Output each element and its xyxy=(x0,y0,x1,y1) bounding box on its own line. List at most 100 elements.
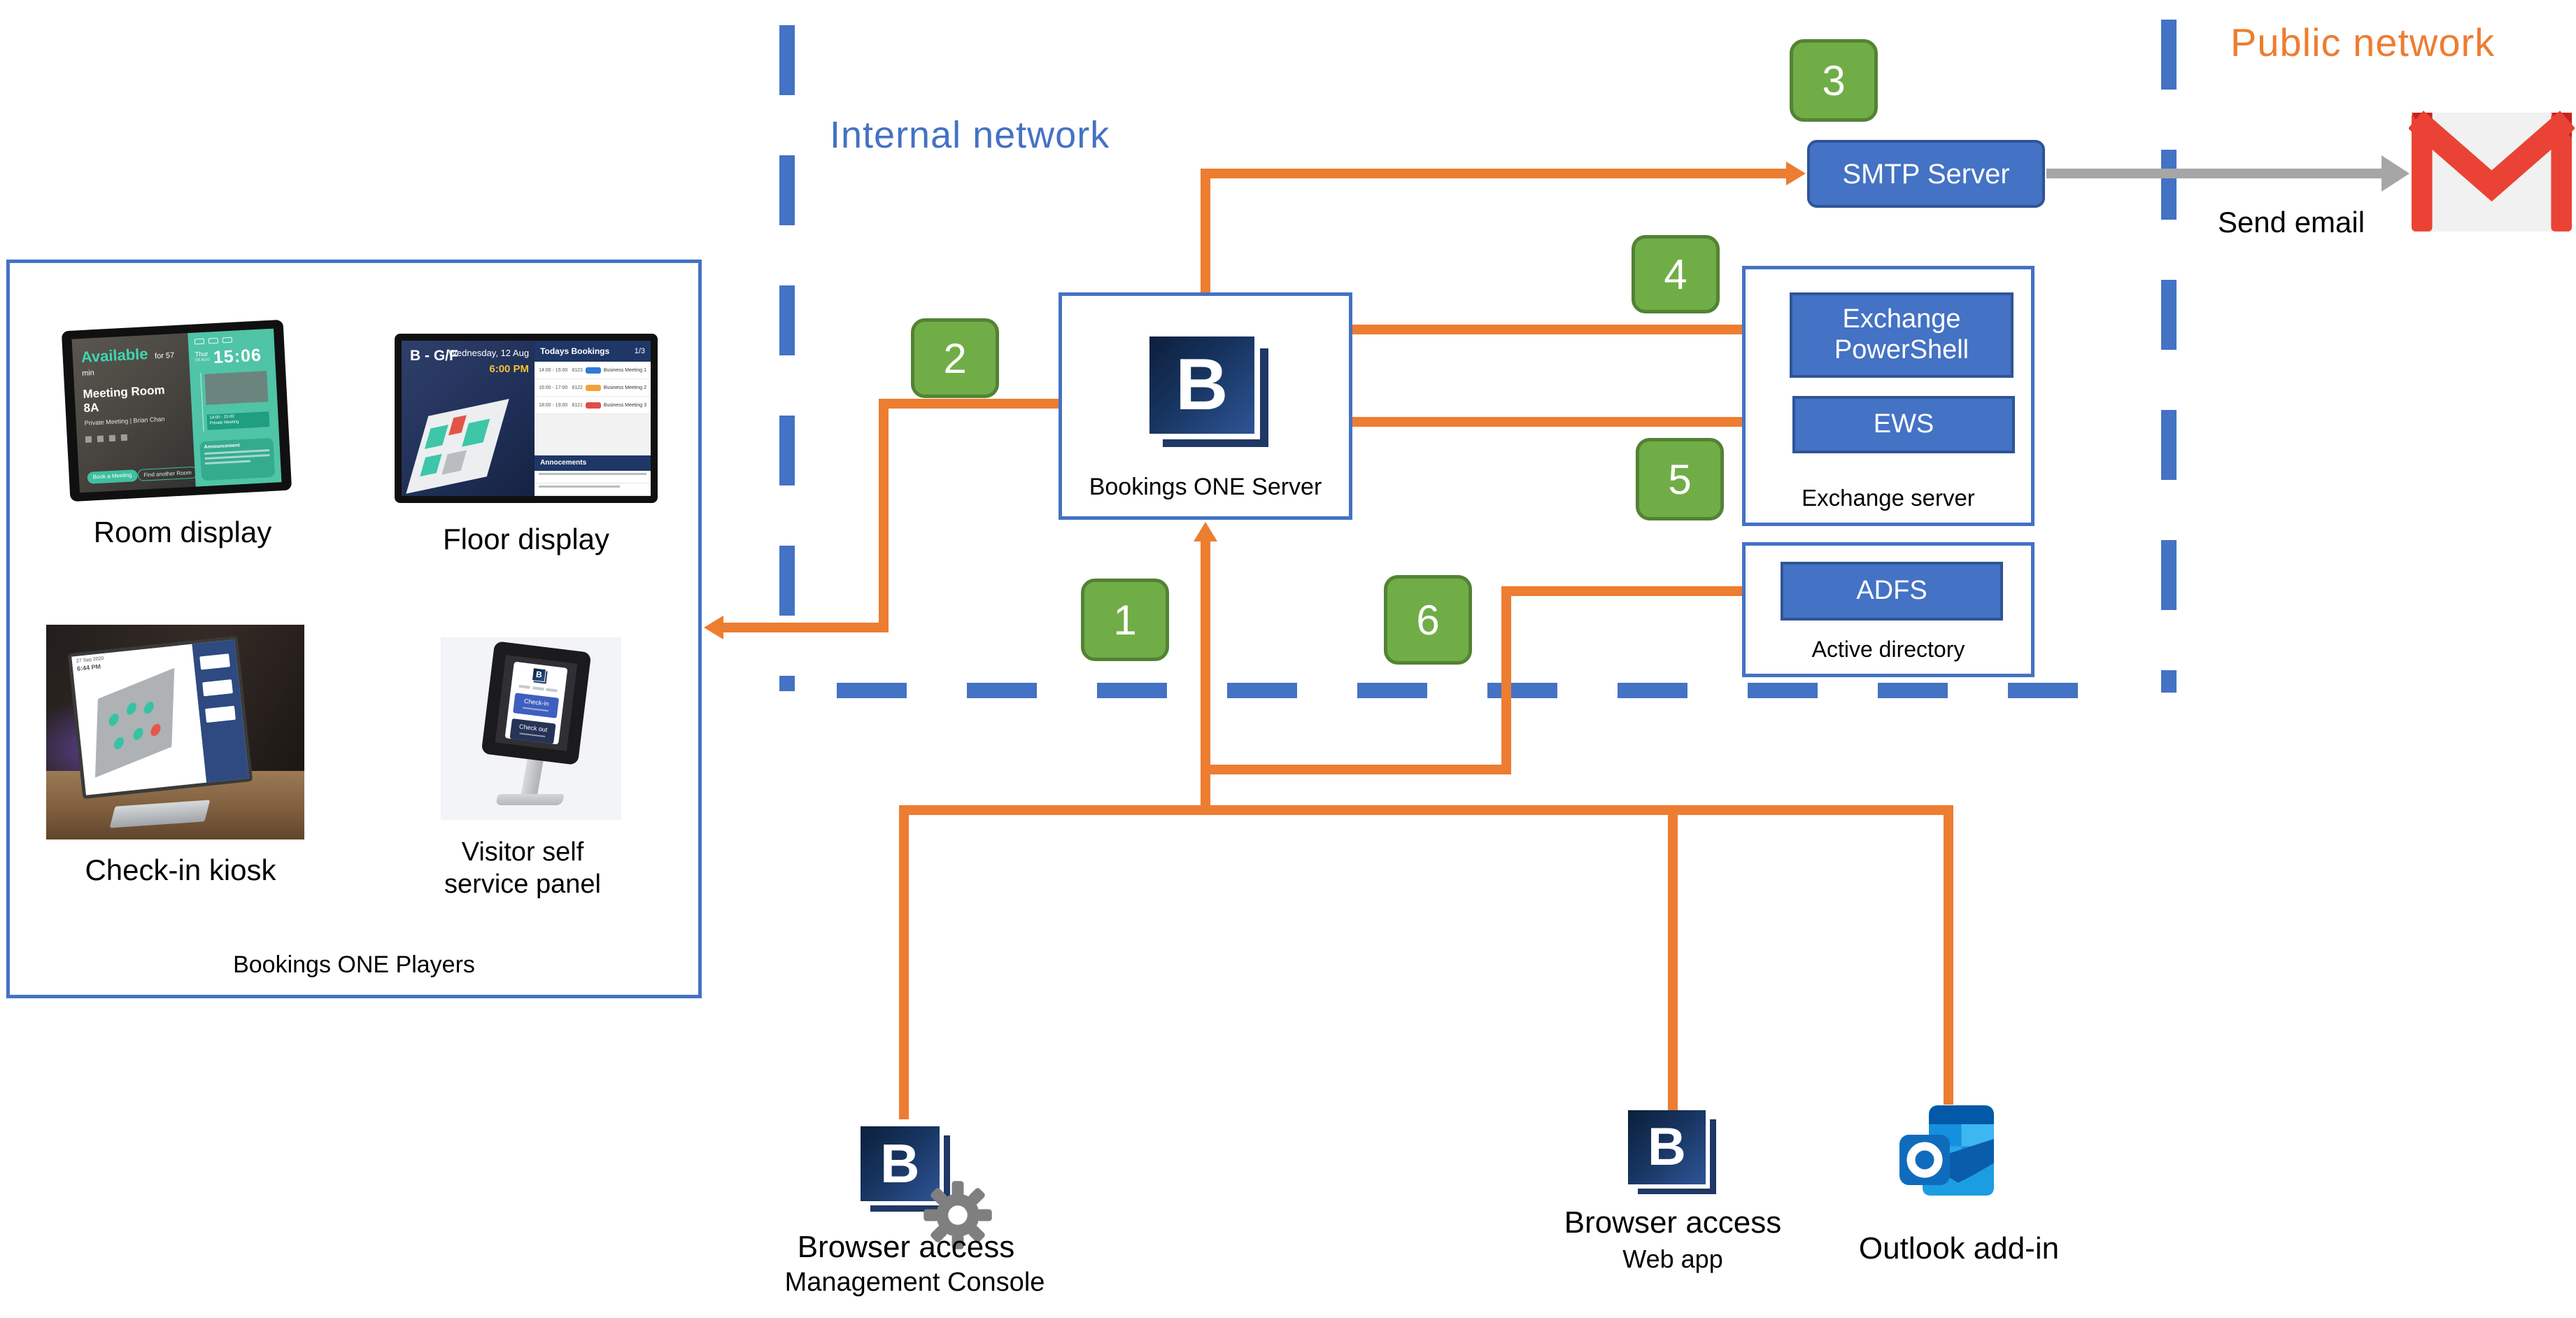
gear-icon xyxy=(923,1181,992,1249)
smtp-server-node: SMTP Server xyxy=(1807,140,2045,208)
room-meta-text: Private Meeting | Brian Chan xyxy=(84,415,165,427)
booking-status-chip xyxy=(585,367,601,374)
floor-display-image: B - G/F Wednesday, 12 Aug 6:00 PM Todays… xyxy=(395,334,658,503)
booking-row: 16:00 - 17:00 8122 Business Meeting 2 xyxy=(535,379,651,397)
room-display-panel-side: Thur 09 AUG 15:06 14:00 - 15:00 Private … xyxy=(187,328,282,487)
room-display-screen: Available for 57 min Meeting Room 8A Pri… xyxy=(71,328,282,493)
internal-network-border-right xyxy=(2161,20,2177,693)
room-clock-text: 15:06 xyxy=(213,345,262,368)
floor-bookings-page: 1/3 xyxy=(634,347,645,355)
connector-smtp-horizontal xyxy=(1201,169,1788,178)
visitor-checkin-button: Check-in xyxy=(513,692,560,718)
room-schedule-busy-block xyxy=(204,371,269,405)
room-panel-icons xyxy=(194,335,268,345)
connector-adfs-vertical xyxy=(1501,586,1511,774)
visitor-panel-tablet: B Check-in Check out xyxy=(481,641,592,765)
connector-smtp-vertical xyxy=(1201,171,1210,297)
webapp-label: Web app xyxy=(1622,1245,1723,1273)
room-display-label: Room display xyxy=(93,516,272,548)
booking-room: 8121 xyxy=(572,402,583,408)
visitor-panel-screen: B Check-in Check out xyxy=(495,655,578,751)
floor-bookings-panel: Todays Bookings 1/3 14:00 - 15:00 8123 B… xyxy=(535,341,651,496)
step-badge-5: 5 xyxy=(1636,438,1724,520)
connector-mgmt-drop xyxy=(899,805,909,1119)
book-meeting-button: Book a Meeting xyxy=(87,469,138,484)
arrowhead-to-players xyxy=(704,616,723,639)
exchange-server-caption: Exchange server xyxy=(1802,485,1975,511)
booking-name: Business Meeting 1 xyxy=(603,367,646,373)
floor-display-frame: B - G/F Wednesday, 12 Aug 6:00 PM Todays… xyxy=(395,334,658,503)
visitor-panel-tabs xyxy=(516,684,560,693)
room-slot-name: Private Meeting xyxy=(209,420,239,426)
step-badge-3: 3 xyxy=(1790,39,1878,122)
kiosk-screen: 27 Sep 2020 6:44 PM xyxy=(71,644,206,795)
webapp-icon: B xyxy=(1628,1110,1716,1194)
kiosk-checkin-button xyxy=(199,653,231,670)
active-directory-caption: Active directory xyxy=(1811,637,1965,662)
floor-3d-map xyxy=(406,399,509,494)
connector-powershell xyxy=(1350,325,1768,334)
connector-outlook-drop xyxy=(1944,805,1953,1105)
logo-shadow-right xyxy=(1260,348,1268,447)
floor-map-side: B - G/F Wednesday, 12 Aug 6:00 PM xyxy=(402,341,535,496)
players-container-caption: Bookings ONE Players xyxy=(233,951,475,978)
visitor-panel-label: Visitor self service panel xyxy=(372,836,673,901)
room-status-text: Available xyxy=(80,345,149,367)
mgmt-console-label: Management Console xyxy=(784,1268,1045,1297)
connector-clients-horizontal xyxy=(899,805,1953,815)
room-name-text: Meeting Room 8A xyxy=(83,383,166,415)
adfs-node: ADFS xyxy=(1781,562,2003,621)
checkin-kiosk-image: 27 Sep 2020 6:44 PM xyxy=(46,625,304,839)
room-buttons-row: Book a Meeting Find another Room xyxy=(87,466,199,484)
public-network-label: Public network xyxy=(2230,20,2496,64)
ews-node: EWS xyxy=(1792,396,2015,453)
gmail-icon xyxy=(2409,111,2575,232)
floor-date-text: Wednesday, 12 Aug xyxy=(448,348,530,358)
outlook-icon xyxy=(1899,1105,1994,1196)
send-email-label: Send email xyxy=(2217,206,2365,239)
booking-time: 16:00 - 17:00 xyxy=(539,385,568,390)
mgmt-browser-access-label: Browser access xyxy=(797,1230,1015,1264)
exchange-powershell-node: Exchange PowerShell xyxy=(1790,292,2014,378)
floor-bookings-title: Todays Bookings xyxy=(540,346,610,356)
arrowhead-to-server xyxy=(1194,522,1217,541)
kiosk-floor-map xyxy=(94,667,174,778)
visitor-panel-label-line2: service panel xyxy=(444,870,601,900)
step-badge-2: 2 xyxy=(911,318,999,398)
logo-shadow-bottom xyxy=(1162,439,1261,447)
webapp-browser-access-label: Browser access xyxy=(1564,1205,1782,1240)
server-label: Bookings ONE Server xyxy=(1089,474,1322,500)
connector-players-h2 xyxy=(723,623,889,632)
checkin-kiosk-label: Check-in kiosk xyxy=(85,853,276,886)
booking-status-chip xyxy=(585,384,601,391)
step-badge-4: 4 xyxy=(1632,235,1720,313)
booking-row: 18:00 - 19:00 8121 Business Meeting 3 xyxy=(535,397,651,414)
visitor-panel-image: B Check-in Check out xyxy=(441,637,621,820)
bookings-one-logo: B xyxy=(532,667,548,684)
visitor-panel-label-line1: Visitor self xyxy=(461,837,584,867)
connector-server-vertical xyxy=(1201,540,1210,815)
management-console-icon: B xyxy=(861,1126,950,1212)
kiosk-checkout-button xyxy=(201,679,233,697)
floor-display-screen: B - G/F Wednesday, 12 Aug 6:00 PM Todays… xyxy=(402,341,651,496)
internal-network-label: Internal network xyxy=(830,114,1110,156)
logo-letter: B xyxy=(1149,336,1254,434)
connector-players-vertical xyxy=(879,399,889,632)
booking-name: Business Meeting 2 xyxy=(603,385,646,390)
outlook-addin-label: Outlook add-in xyxy=(1858,1231,2060,1266)
connector-adfs-h1 xyxy=(1201,765,1511,774)
bookings-one-server-box: B Bookings ONE Server xyxy=(1059,292,1352,520)
floor-announcements-title: Annocements xyxy=(535,455,651,471)
connector-adfs-h2 xyxy=(1501,586,1760,596)
visitor-checkout-button: Check out xyxy=(510,718,556,744)
room-display-photo-side: Available for 57 min Meeting Room 8A Pri… xyxy=(71,333,199,493)
internal-network-border-bottom xyxy=(837,683,2097,698)
floor-display-label: Floor display xyxy=(442,523,610,555)
room-announcement-title: Announcement xyxy=(204,443,240,451)
booking-time: 18:00 - 19:00 xyxy=(539,402,568,408)
room-schedule-next-block: 14:00 - 15:00 Private Meeting xyxy=(206,411,270,430)
room-facility-icons xyxy=(85,431,185,443)
room-display-image: Available for 57 min Meeting Room 8A Pri… xyxy=(61,319,292,502)
visitor-panel-card: B Check-in Check out xyxy=(505,661,568,745)
